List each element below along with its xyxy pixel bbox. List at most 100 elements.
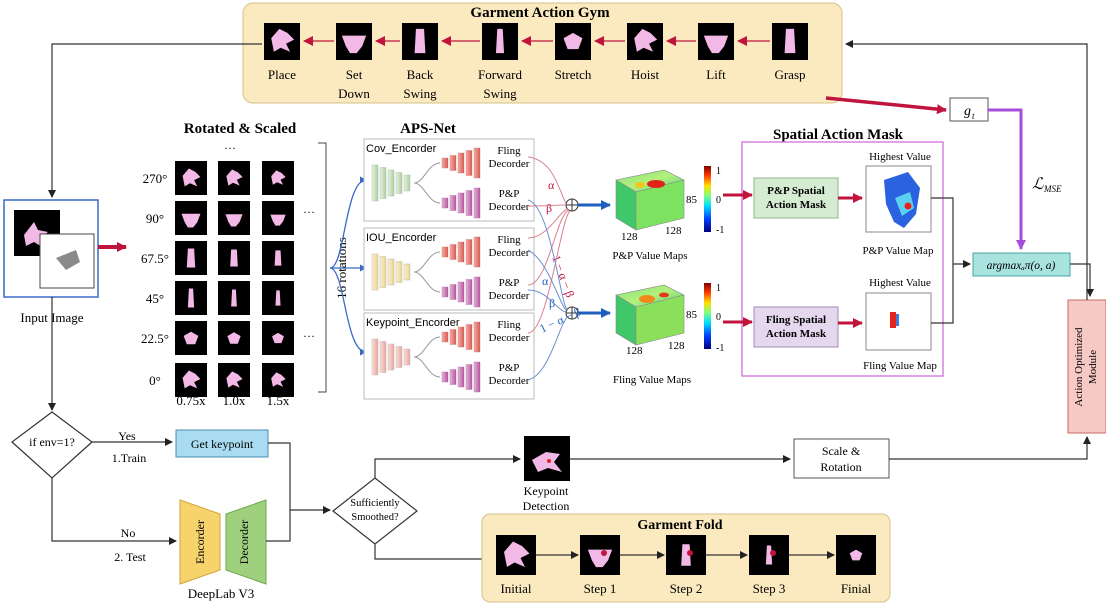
scale-label: 0.75x <box>176 393 206 408</box>
pp-colorbar-max: 1 <box>716 166 721 177</box>
gym-action-label: Back <box>407 67 434 82</box>
pp-decoder-layer <box>473 361 481 393</box>
aom-to-gym-line <box>845 40 1088 300</box>
rotated-ellipsis: … <box>224 138 236 152</box>
fling-colorbar <box>704 283 711 349</box>
deeplab-decoder <box>225 499 267 585</box>
fling-decoder-layer <box>449 155 457 171</box>
fold-garment-icon <box>849 549 863 561</box>
rotated-garment-icon <box>231 289 237 307</box>
gym-garment-icon <box>634 28 658 52</box>
action-gym-panel <box>242 2 843 104</box>
pp-value-map-label: P&P Value Map <box>863 245 934 257</box>
encoder-layer <box>403 348 411 366</box>
scale-rotation-label: Scale & <box>822 444 861 458</box>
fling-decoder-layer <box>449 329 457 345</box>
gym-to-input-line <box>48 43 262 198</box>
encoder-layer <box>387 343 395 371</box>
row-dots-bottom: ··· <box>303 329 315 343</box>
fling-cube-dim-a: 128 <box>626 345 643 357</box>
fold-keypoint <box>687 550 693 556</box>
fling-decoder-layer <box>441 246 449 258</box>
pp-decoder-layer <box>449 195 457 211</box>
fling-decoder-label2: Decorder <box>489 247 530 259</box>
get-keypoint-box <box>175 429 269 458</box>
gt-label: g <box>964 104 971 119</box>
gym-garment-icon <box>341 35 367 54</box>
no-arrow <box>51 478 177 545</box>
encoder-layer <box>395 346 403 368</box>
encoder-layer <box>387 169 395 197</box>
gym-garment-icon <box>495 28 505 54</box>
scale-label: 1.5x <box>267 393 290 408</box>
argmax-label: argmaxₐπ(o, a) <box>987 260 1056 272</box>
pp-decoder-layer <box>457 192 465 214</box>
rotated-garment-icon <box>182 370 201 389</box>
fold-garment-icon <box>765 545 773 565</box>
gym-garment-icon <box>563 32 583 50</box>
rotated-garment-icon <box>271 372 286 387</box>
pp-colorbar-min: -1 <box>716 225 724 236</box>
keypoint-to-smoothed <box>268 442 331 514</box>
pp-value-maps-label: P&P Value Maps <box>612 250 687 262</box>
pp-decoder-layer <box>449 284 457 300</box>
fling-decoder-layer <box>457 241 465 263</box>
rotated-garment-icon <box>270 214 286 226</box>
gym-action-label2: Swing <box>403 86 437 101</box>
fling-decoder-layer <box>457 152 465 174</box>
action-optimized-module <box>1067 299 1106 434</box>
beta-pp: β <box>546 201 552 215</box>
gym-action-label: Forward <box>478 67 523 82</box>
gym-garment-icon <box>703 35 729 54</box>
rotated-garment-icon <box>230 249 238 267</box>
fold-step-label: Step 1 <box>584 581 617 596</box>
encoder-layer <box>371 338 379 376</box>
gym-garment-icon <box>271 28 295 52</box>
pp-decoder-layer <box>465 279 473 305</box>
deeplab-decoder-label: Decorder <box>237 520 251 565</box>
pp-decoder-layer <box>473 187 481 219</box>
smoothed-label2: Smoothed? <box>351 512 399 523</box>
pp-cube-depth: 85 <box>686 194 698 206</box>
fling-colorbar-max: 1 <box>716 283 721 294</box>
smoothed-to-keypoint <box>374 455 521 478</box>
one-minus-pp: 1 − α − β <box>549 253 577 299</box>
get-keypoint-label: Get keypoint <box>191 437 254 451</box>
pp-colorbar <box>704 166 711 232</box>
encoder-layer <box>395 172 403 194</box>
smoothed-decision <box>332 477 418 545</box>
fling-decoder-label2: Decorder <box>489 332 530 344</box>
fold-step-label: Step 3 <box>753 581 786 596</box>
fling-decoder-layer <box>449 244 457 260</box>
fold-step-label: Finial <box>841 581 872 596</box>
gym-action-label: Hoist <box>631 67 660 82</box>
env-decision-label: if env=1? <box>29 435 75 449</box>
fan-arrow-cov <box>329 176 367 269</box>
fan-arrow-keypoint <box>329 267 367 356</box>
smoothed-label: Sufficiently <box>350 498 400 509</box>
train-label: 1.Train <box>112 451 147 465</box>
encoder-layer <box>371 164 379 202</box>
pp-spatial-mask-box <box>753 177 839 219</box>
yes-label: Yes <box>118 429 136 443</box>
rotated-garment-icon <box>183 331 199 345</box>
pp-decoder-layer <box>457 366 465 388</box>
encoder-layer <box>403 174 411 192</box>
gym-action-label: Place <box>268 67 296 82</box>
pp-decoder-layer <box>473 276 481 308</box>
pp-decoder-layer <box>449 369 457 385</box>
keypoint-detection-label: Keypoint <box>524 484 569 498</box>
rotated-garment-icon <box>272 332 284 344</box>
fling-spatial-mask-label2: Action Mask <box>766 328 827 340</box>
fold-step-label: Initial <box>500 581 531 596</box>
pp-value-cube <box>615 169 685 231</box>
deeplab-label: DeepLab V3 <box>188 586 255 601</box>
scale-rotation-box <box>793 438 890 479</box>
rotations-bracket <box>318 142 327 393</box>
garment-fold-title: Garment Fold <box>637 518 722 533</box>
rotation-angle-label: 67.5° <box>141 251 169 266</box>
fling-colorbar-mid: 0 <box>716 312 721 323</box>
encoder-name: IOU_Encorder <box>366 232 437 244</box>
fling-decoder-layer <box>473 321 481 353</box>
